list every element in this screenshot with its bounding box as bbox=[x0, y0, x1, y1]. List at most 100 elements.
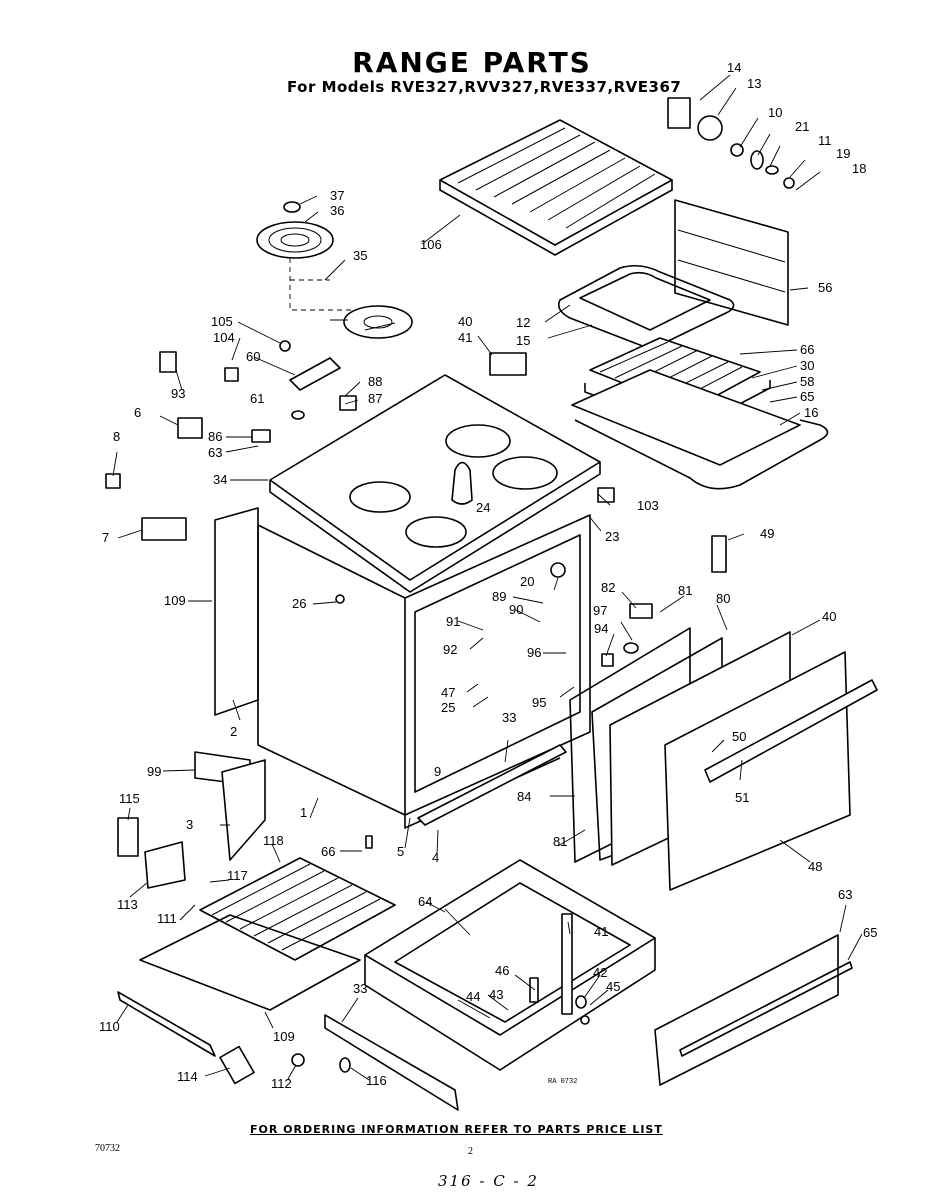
part-label: 8 bbox=[113, 429, 120, 444]
part-label: 36 bbox=[330, 203, 344, 218]
oven-door-drawing bbox=[569, 627, 878, 891]
rod-drawing bbox=[117, 991, 216, 1057]
part-label: 14 bbox=[727, 60, 741, 75]
part-label: 114 bbox=[177, 1069, 198, 1084]
side-trim-drawing bbox=[194, 751, 266, 861]
part-label: 60 bbox=[246, 349, 260, 364]
part-label: 63 bbox=[208, 445, 222, 460]
part-label: 3 bbox=[186, 817, 193, 832]
part-label: 94 bbox=[594, 621, 608, 636]
page-title: RANGE PARTS bbox=[352, 46, 592, 79]
part-label: 95 bbox=[532, 695, 546, 710]
part-label: 50 bbox=[732, 729, 746, 744]
part-number-labels: 14 13 10 21 11 19 18 37 36 35 106 56 12 … bbox=[99, 60, 877, 1091]
part-label: 84 bbox=[517, 789, 531, 804]
part-label: 33 bbox=[353, 981, 367, 996]
part-label: 93 bbox=[171, 386, 185, 401]
part-label: 106 bbox=[420, 237, 442, 252]
part-label: 25 bbox=[441, 700, 455, 715]
part-label: 113 bbox=[117, 897, 138, 912]
part-label: 37 bbox=[330, 188, 344, 203]
part-label: 18 bbox=[852, 161, 866, 176]
part-label: 11 bbox=[818, 133, 832, 148]
part-label: 97 bbox=[593, 603, 607, 618]
part-label: 115 bbox=[119, 791, 140, 806]
part-label: 33 bbox=[502, 710, 516, 725]
part-label: 66 bbox=[321, 844, 335, 859]
part-label: 21 bbox=[795, 119, 809, 134]
part-label: 44 bbox=[466, 989, 480, 1004]
part-label: 63 bbox=[838, 887, 852, 902]
part-label: 43 bbox=[489, 987, 503, 1002]
part-label: 46 bbox=[495, 963, 509, 978]
drawer-slide-drawing bbox=[324, 1014, 459, 1111]
surface-burner-drawing bbox=[256, 201, 360, 311]
part-label: 6 bbox=[134, 405, 141, 420]
part-label: 91 bbox=[446, 614, 460, 629]
part-label: 88 bbox=[368, 374, 382, 389]
part-label: 118 bbox=[263, 833, 284, 848]
part-label: 5 bbox=[397, 844, 404, 859]
part-label: 49 bbox=[760, 526, 774, 541]
part-label: 58 bbox=[800, 374, 814, 389]
part-label: 23 bbox=[605, 529, 619, 544]
small-parts-drawing bbox=[105, 97, 795, 1085]
bake-element-drawing bbox=[557, 264, 735, 349]
part-label: 35 bbox=[353, 248, 367, 263]
part-label: 65 bbox=[863, 925, 877, 940]
oven-rack-drawing bbox=[439, 119, 673, 256]
part-label: 89 bbox=[492, 589, 506, 604]
part-label: 117 bbox=[227, 868, 248, 883]
part-label: 56 bbox=[818, 280, 832, 295]
part-label: 109 bbox=[273, 1029, 295, 1044]
part-label: 116 bbox=[366, 1073, 387, 1088]
part-label: 104 bbox=[213, 330, 235, 345]
broiler-pan-drawing bbox=[571, 337, 801, 466]
broiler-rack-drawing bbox=[139, 857, 396, 1011]
part-label: 81 bbox=[553, 834, 567, 849]
part-label: 96 bbox=[527, 645, 541, 660]
part-label: 7 bbox=[102, 530, 109, 545]
part-label: 12 bbox=[516, 315, 530, 330]
part-label: 40 bbox=[458, 314, 472, 329]
part-label: 105 bbox=[211, 314, 233, 329]
part-label: 87 bbox=[368, 391, 382, 406]
part-label: 51 bbox=[735, 790, 749, 805]
ordering-note: FOR ORDERING INFORMATION REFER TO PARTS … bbox=[250, 1123, 663, 1136]
part-label: 30 bbox=[800, 358, 814, 373]
handwritten-note: 316 - C - 2 bbox=[438, 1172, 539, 1190]
part-label: 16 bbox=[804, 405, 818, 420]
cooktop-drawing bbox=[269, 374, 601, 593]
part-label: 110 bbox=[99, 1019, 120, 1034]
part-label: 65 bbox=[800, 389, 814, 404]
diagram-stamp: RA 0732 bbox=[548, 1078, 578, 1086]
part-label: 111 bbox=[157, 911, 177, 926]
part-label: 103 bbox=[637, 498, 659, 513]
part-label: 9 bbox=[434, 764, 441, 779]
part-label: 1 bbox=[300, 805, 307, 820]
part-label: 112 bbox=[271, 1076, 292, 1091]
part-label: 10 bbox=[768, 105, 782, 120]
kick-panel-drawing bbox=[417, 744, 567, 826]
part-label: 42 bbox=[593, 965, 607, 980]
part-label: 2 bbox=[230, 724, 237, 739]
part-label: 41 bbox=[594, 924, 608, 939]
part-label: 19 bbox=[836, 146, 850, 161]
drip-bowl-drawing bbox=[343, 305, 413, 339]
part-label: 109 bbox=[164, 593, 186, 608]
part-label: 92 bbox=[443, 642, 457, 657]
part-label: 99 bbox=[147, 764, 161, 779]
part-label: 41 bbox=[458, 330, 472, 345]
part-label: 13 bbox=[747, 76, 761, 91]
part-label: 81 bbox=[678, 583, 692, 598]
part-label: 34 bbox=[213, 472, 227, 487]
part-label: 61 bbox=[250, 391, 264, 406]
reference-code: 70732 bbox=[95, 1143, 120, 1154]
part-label: 15 bbox=[516, 333, 530, 348]
part-label: 4 bbox=[432, 850, 439, 865]
part-label: 20 bbox=[520, 574, 534, 589]
part-label: 26 bbox=[292, 596, 306, 611]
part-label: 90 bbox=[509, 602, 523, 617]
part-label: 24 bbox=[476, 500, 490, 515]
